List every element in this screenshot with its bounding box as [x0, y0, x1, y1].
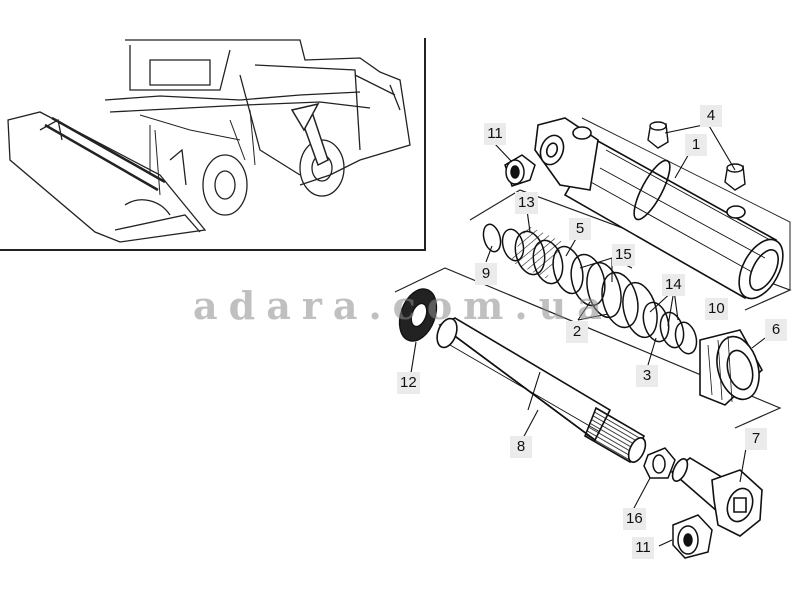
piston-seal-set [482, 223, 698, 355]
callout-11-upper: 11 [484, 123, 506, 145]
watermark-text: adara.com.ua [193, 283, 613, 328]
grease-fittings [647, 121, 746, 191]
callout-4: 4 [700, 105, 722, 127]
callout-6: 6 [765, 319, 787, 341]
lower-assembly-plate [394, 267, 782, 429]
rod-clevis [670, 457, 763, 537]
callout-2: 2 [566, 321, 588, 343]
callout-7: 7 [745, 428, 767, 450]
gland-nut [699, 329, 763, 406]
callout-9: 9 [475, 263, 497, 285]
seal-washer [398, 288, 438, 342]
cylinder-barrel [534, 117, 784, 300]
callout-8: 8 [510, 436, 532, 458]
callout-12: 12 [397, 372, 420, 394]
piston-rod [436, 317, 647, 464]
callout-10: 10 [705, 298, 728, 320]
combine-harvester-inset [0, 38, 426, 251]
callout-15: 15 [612, 244, 635, 266]
callout-14: 14 [662, 274, 685, 296]
jam-nut [643, 447, 676, 479]
callout-16: 16 [623, 508, 646, 530]
callout-11-lower: 11 [632, 537, 654, 559]
bushing-lower [672, 514, 713, 559]
callout-3: 3 [636, 365, 658, 387]
barrel-frame-line [581, 117, 791, 290]
callout-1: 1 [685, 134, 707, 156]
callout-5: 5 [569, 218, 591, 240]
bushing-upper [504, 154, 536, 187]
callout-13: 13 [515, 192, 538, 214]
